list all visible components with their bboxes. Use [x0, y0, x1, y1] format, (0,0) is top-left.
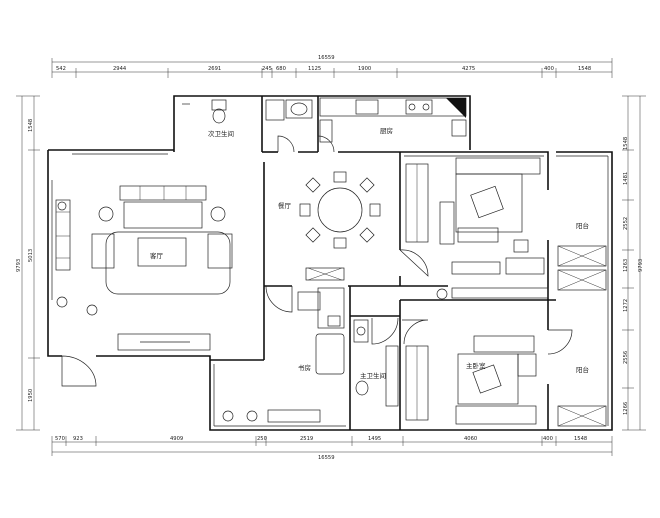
top-dim-6: 1125 [308, 66, 321, 72]
right-dim-1: 1548 [623, 137, 629, 150]
top-dim-5: 680 [276, 66, 286, 72]
top-total-dim: 16559 [318, 55, 335, 61]
right-dim-5: 1272 [623, 299, 629, 312]
top-dim-3: 2691 [208, 66, 221, 72]
living-room: 客厅 [55, 185, 233, 351]
study-label: 书房 [298, 363, 311, 372]
bottom-dim-5: 2519 [300, 436, 313, 442]
master-bath: 主卫生间 [353, 319, 399, 407]
coffee-table [137, 237, 187, 267]
kitchen-label: 厨房 [380, 126, 393, 135]
left-dim-2: 5013 [28, 249, 34, 262]
top-dim-2: 2944 [113, 66, 127, 72]
guest-bath: 次卫生间 [182, 99, 313, 138]
balconies: 阳台 阳台 [557, 221, 607, 427]
bottom-dim-4: 250 [257, 436, 267, 442]
bottom-dim-2: 923 [73, 436, 83, 442]
living-cabinet [55, 199, 71, 271]
top-dim-7: 1900 [358, 66, 371, 72]
left-dim-3: 1950 [28, 389, 34, 402]
walls [47, 95, 613, 431]
master-bed [457, 353, 519, 405]
top-dimensions: 16559 542 2944 2691 245 680 1125 1900 42… [51, 55, 613, 78]
right-dim-7: 1266 [623, 402, 629, 415]
balcony-top-label: 阳台 [576, 221, 589, 230]
windows [51, 153, 544, 427]
left-total-dim: 9793 [16, 259, 22, 272]
tv-cabinet [117, 333, 211, 351]
right-dimensions: 1548 1481 2552 1263 1272 2556 1266 9793 [622, 95, 646, 431]
bed [455, 173, 523, 233]
kitchen: 厨房 [319, 97, 467, 143]
top-dim-9: 400 [544, 66, 554, 72]
right-dim-6: 2556 [623, 351, 629, 364]
armchair-left [91, 233, 115, 269]
bottom-dim-7: 4060 [464, 436, 477, 442]
dining: 餐厅 [278, 171, 381, 281]
top-dim-4: 245 [262, 66, 272, 72]
top-dim-1: 542 [56, 66, 66, 72]
master-bed-label: 主卧室 [466, 361, 486, 370]
right-dim-4: 1263 [623, 259, 629, 272]
balcony-bottom-label: 阳台 [576, 365, 589, 374]
bottom-dim-6: 1495 [368, 436, 381, 442]
top-dim-10: 1548 [578, 66, 591, 72]
guest-bath-label: 次卫生间 [208, 129, 234, 138]
living-label: 客厅 [150, 251, 164, 260]
bottom-dimensions: 16559 570 923 4909 250 2519 1495 4060 40… [51, 436, 613, 461]
dining-chairs [299, 171, 381, 249]
left-dimensions: 1548 5013 1950 9793 [16, 95, 40, 431]
right-dim-3: 2552 [623, 217, 629, 230]
bottom-dim-1: 570 [55, 436, 65, 442]
sofa-back [119, 185, 207, 201]
rug [105, 231, 231, 295]
sofa [123, 201, 203, 229]
bottom-dim-3: 4909 [170, 436, 183, 442]
dining-label: 餐厅 [278, 201, 292, 210]
right-dim-2: 1481 [623, 172, 629, 185]
bottom-total-dim: 16559 [318, 455, 335, 461]
study: 书房 [222, 287, 345, 423]
bedroom-top [405, 157, 549, 300]
bottom-dim-9: 1548 [574, 436, 587, 442]
top-dim-8: 4275 [462, 66, 475, 72]
right-total-dim: 9793 [638, 259, 644, 272]
armchair-right [207, 233, 233, 269]
master-bath-label: 主卫生间 [360, 371, 386, 380]
doors [61, 135, 573, 387]
master-bedroom: 主卧室 [405, 335, 537, 425]
bottom-dim-8: 400 [543, 436, 553, 442]
dining-table [317, 187, 363, 233]
left-dim-1: 1548 [28, 119, 34, 132]
